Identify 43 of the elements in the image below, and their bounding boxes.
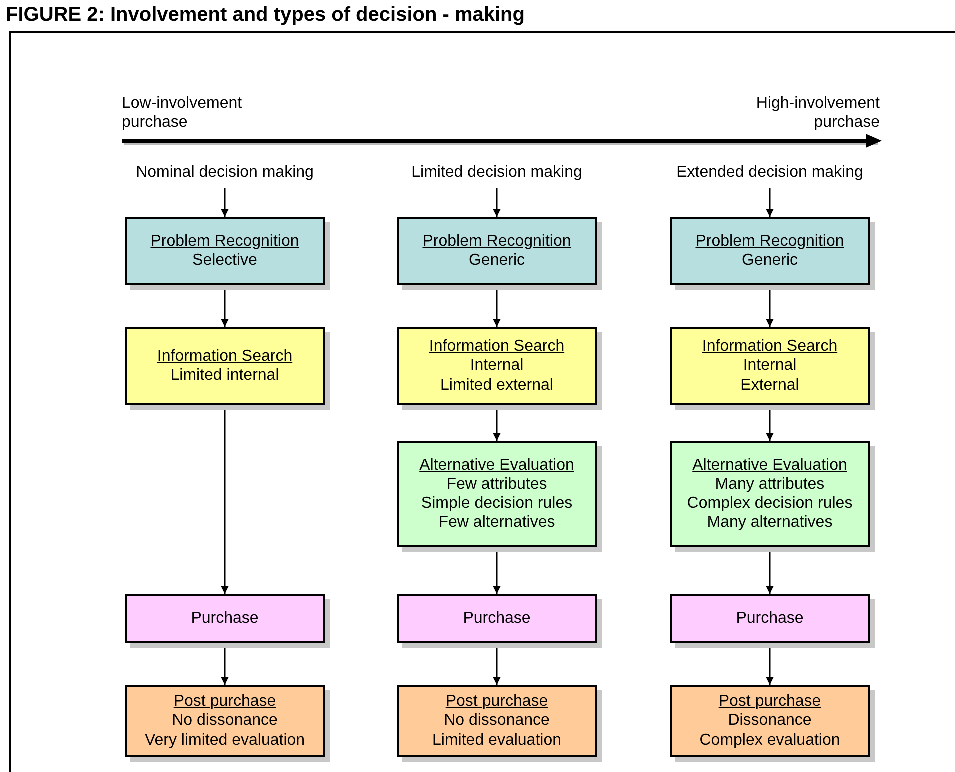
column-heading: Limited decision making [392,162,602,184]
box-heading: Post purchase [718,692,822,712]
box-text: Very limited evaluation [144,730,306,750]
arrow [493,188,501,217]
arrow [221,188,229,217]
box-text: Purchase [463,608,531,628]
box-text: Limited external [440,376,554,395]
box-heading: Information Search [157,346,293,366]
axis-label: High-involvement purchase [755,94,880,132]
figure-title: FIGURE 2: Involvement and types of decision - making [6,3,525,27]
box-text: Purchase [736,608,804,628]
box-heading: Problem Recognition [150,232,300,251]
box-text: Internal [470,356,524,376]
box-text: Internal [743,356,797,376]
box-text: No dissonance [172,711,278,731]
box-text: Purchase [191,608,259,628]
box-text: Generic [468,251,526,270]
box-text: External [740,376,800,395]
box-text: Selective [192,251,258,270]
box-heading: Information Search [702,337,838,356]
column-heading: Extended decision making [665,162,875,184]
box-heading: Post purchase [174,692,276,712]
box-text: Dissonance [728,711,812,731]
box-heading: Alternative Evaluation [692,456,848,475]
box-heading: Information Search [429,337,565,356]
box-text: No dissonance [444,711,550,731]
box-text: Limited internal [170,366,280,386]
box-text: Many alternatives [707,513,833,532]
column-heading: Nominal decision making [120,162,330,184]
box-heading: Alternative Evaluation [420,456,574,475]
box-text: Many attributes [715,474,825,494]
box-heading: Problem Recognition [422,232,572,251]
box-text: Complex decision rules [687,494,853,514]
box-text: Few alternatives [438,513,556,532]
box-text: Limited evaluation [432,730,562,750]
box-text: Generic [742,251,798,270]
box-text: Few attributes [446,474,548,494]
box-heading: Problem Recognition [696,232,844,251]
box-text: Complex evaluation [700,730,840,750]
box-text: Simple decision rules [421,494,573,514]
axis-label: Low-involvement purchase [122,94,244,132]
box-heading: Post purchase [446,692,548,712]
arrow [766,188,774,217]
